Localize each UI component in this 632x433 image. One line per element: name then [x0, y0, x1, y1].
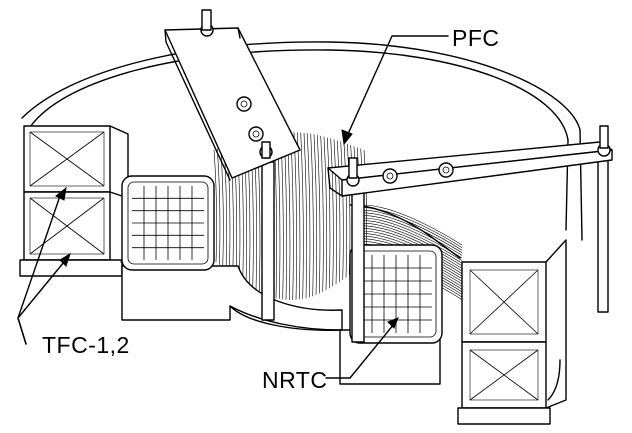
pfc-leader [341, 35, 449, 146]
support-beam-left [164, 9, 301, 181]
support-beam-right [327, 125, 613, 197]
left-coil-cross-section [121, 175, 215, 271]
tfc-leader [17, 186, 71, 345]
nrtc-leader [325, 317, 399, 379]
label-pfc: PFC [452, 25, 500, 51]
label-nrtc: NRTC [262, 367, 327, 393]
support-posts [261, 159, 609, 343]
label-tfc: TFC-1,2 [42, 332, 130, 358]
nrtc-coil [349, 204, 461, 344]
tfc-block-left [19, 125, 129, 277]
tfc-block-right [457, 239, 567, 425]
